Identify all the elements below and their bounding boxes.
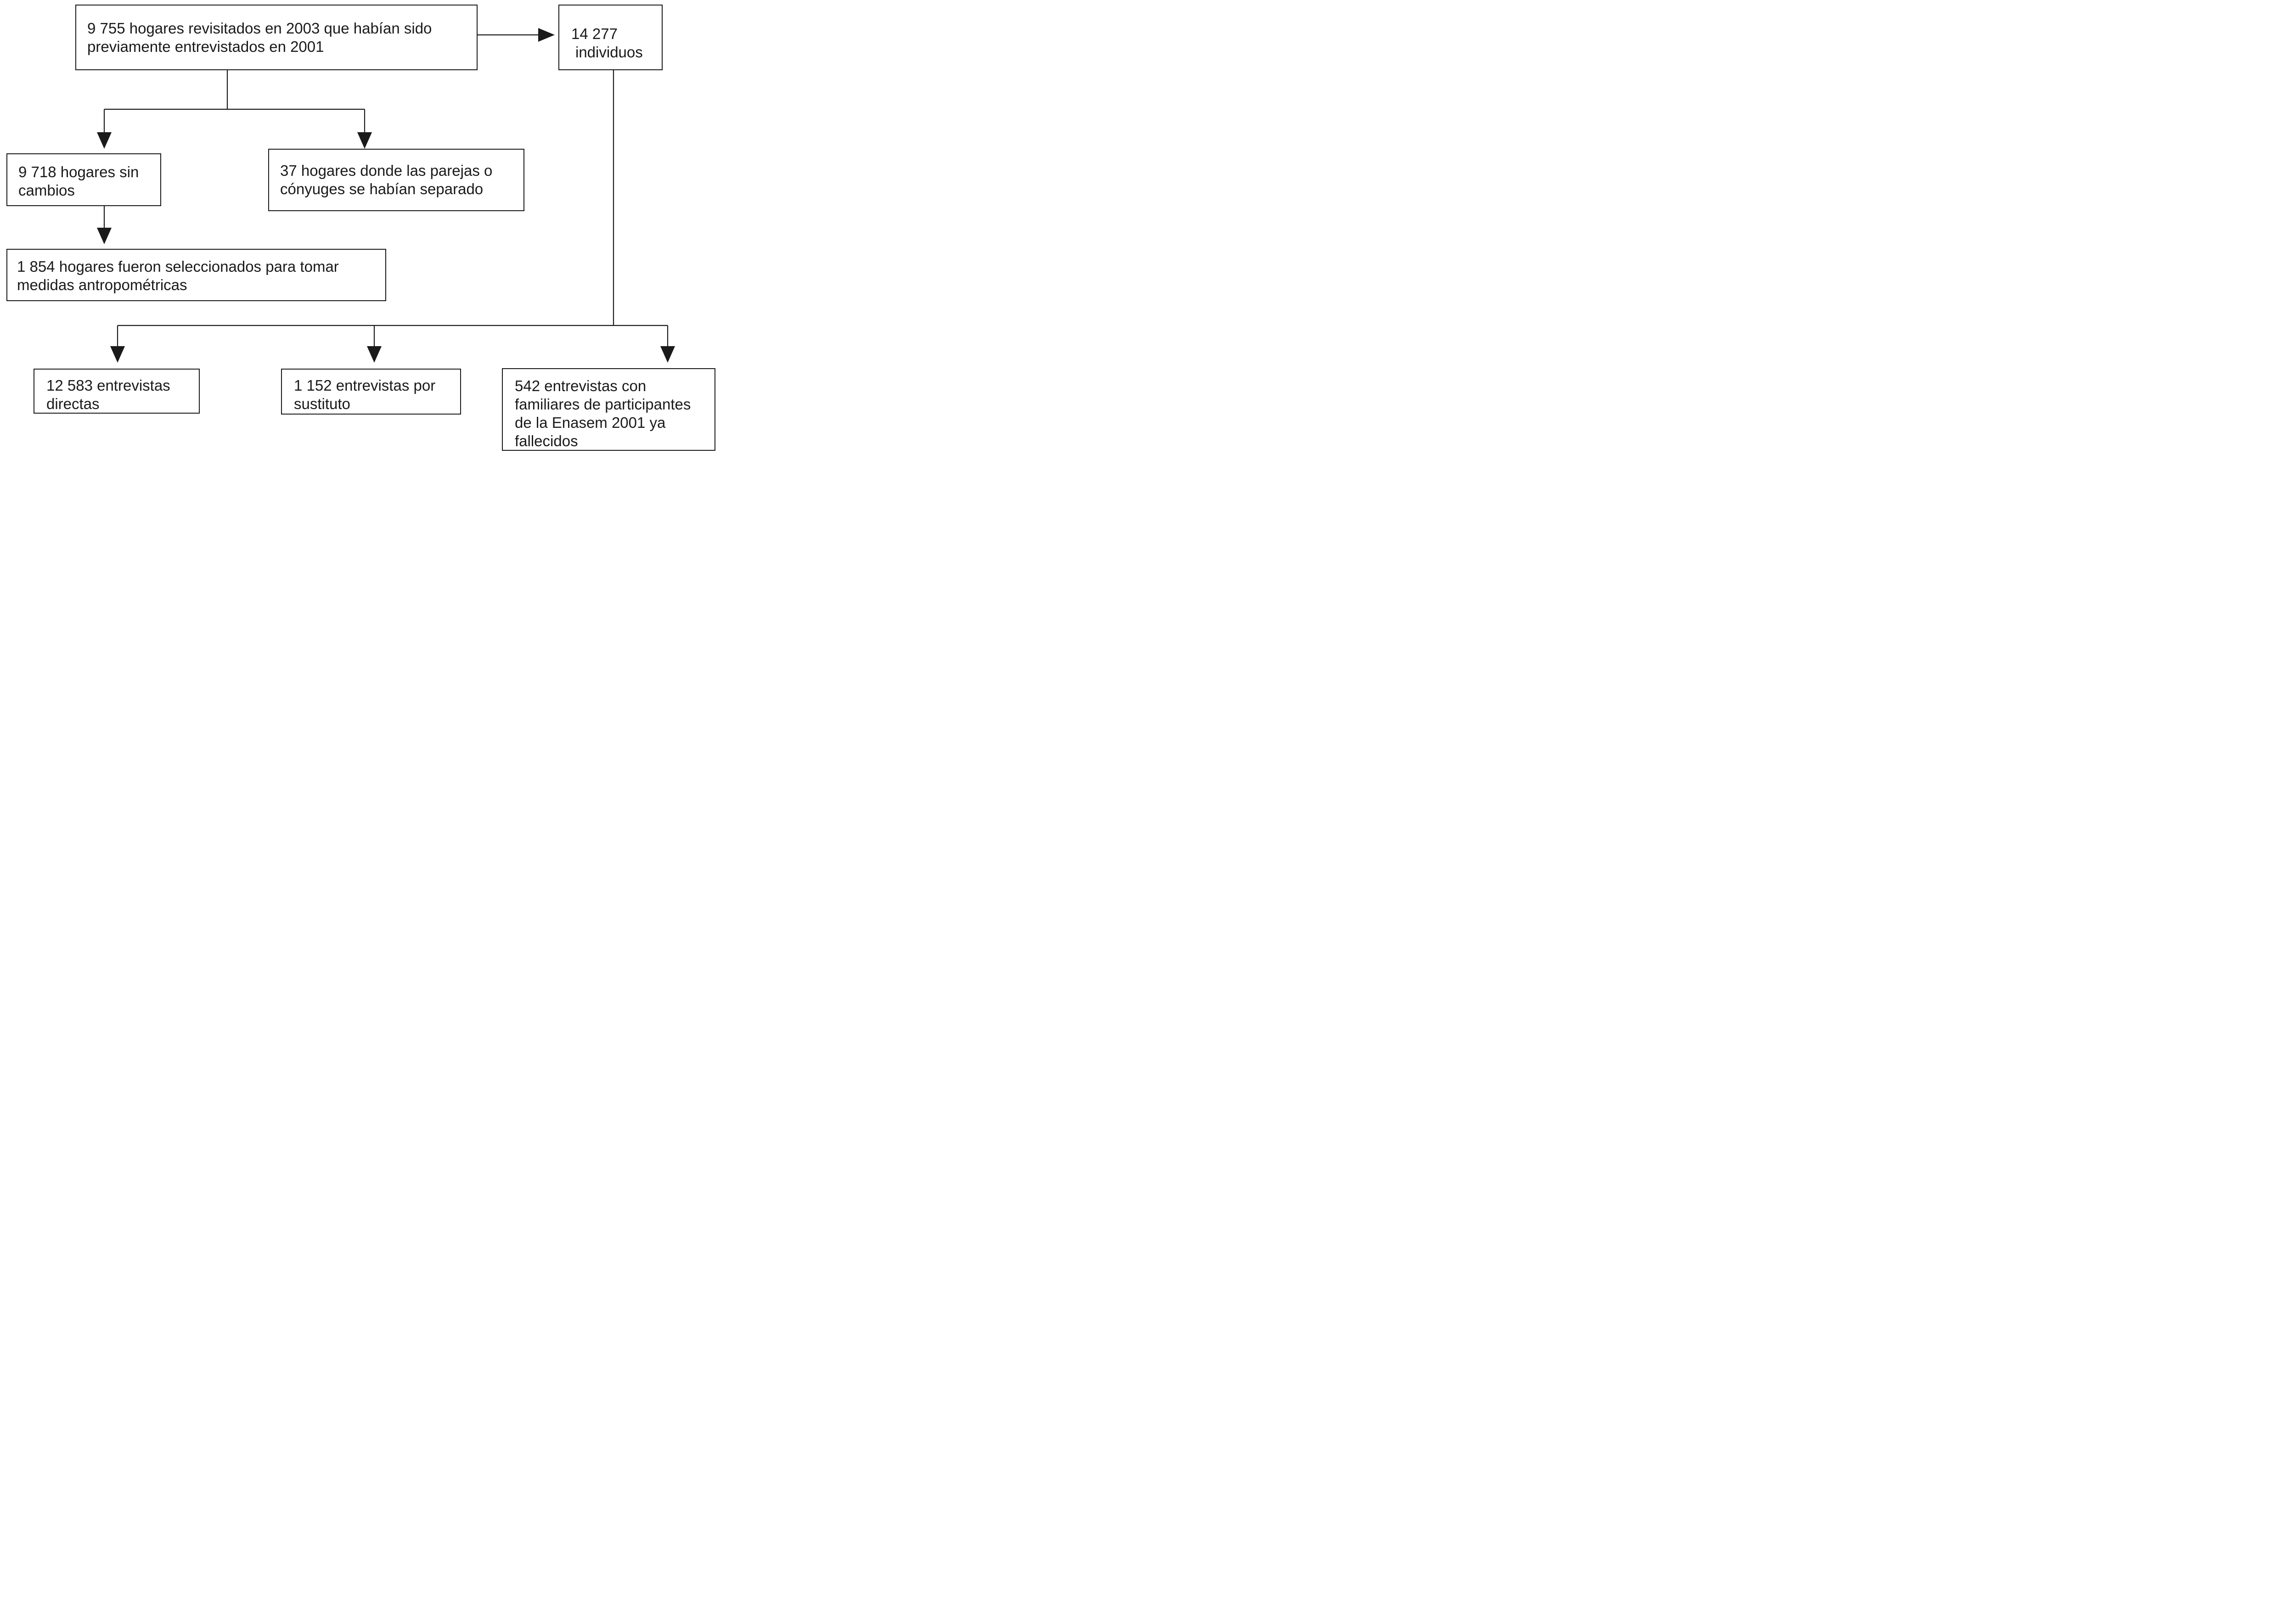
direct-interviews-box: 12 583 entrevistas directas xyxy=(34,369,200,414)
households-revisited-line-1: 9 755 hogares revisitados en 2003 que ha… xyxy=(87,20,432,37)
deceased-relatives-line-3: de la Enasem 2001 ya xyxy=(515,414,666,431)
arrowhead-proxy xyxy=(367,346,382,363)
anthropometric-households-line-2: medidas antropométricas xyxy=(17,276,187,293)
unchanged-households-box: 9 718 hogares sin cambios xyxy=(6,153,161,206)
arrowhead-anthropometric xyxy=(97,228,112,244)
separated-households-box: 37 hogares donde las parejas o cónyuges … xyxy=(268,149,524,211)
individuals-box: 14 277 individuos xyxy=(558,5,663,70)
separated-households-line-1: 37 hogares donde las parejas o xyxy=(280,162,493,179)
deceased-relatives-line-2: familiares de participantes xyxy=(515,396,691,413)
households-revisited-box: 9 755 hogares revisitados en 2003 que ha… xyxy=(75,5,478,70)
households-revisited-line-2: previamente entrevistados en 2001 xyxy=(87,38,324,55)
deceased-relatives-line-1: 542 entrevistas con xyxy=(515,377,647,394)
proxy-interviews-box: 1 152 entrevistas por sustituto xyxy=(281,369,461,415)
unchanged-households-line-2: cambios xyxy=(18,182,75,199)
arrowhead-deceased xyxy=(660,346,675,363)
proxy-interviews-line-2: sustituto xyxy=(294,395,350,412)
individuals-count: 14 277 xyxy=(571,25,618,42)
deceased-relatives-line-4: fallecidos xyxy=(515,432,578,449)
arrowhead-separated xyxy=(357,132,372,149)
unchanged-households-line-1: 9 718 hogares sin xyxy=(18,163,139,180)
deceased-relatives-box: 542 entrevistas con familiares de partic… xyxy=(502,368,715,451)
direct-interviews-line-2: directas xyxy=(46,395,100,412)
anthropometric-households-box: 1 854 hogares fueron seleccionados para … xyxy=(6,249,386,301)
proxy-interviews-line-1: 1 152 entrevistas por xyxy=(294,377,436,394)
separated-households-line-2: cónyuges se habían separado xyxy=(280,180,484,197)
direct-interviews-line-1: 12 583 entrevistas xyxy=(46,377,170,394)
connector-layer xyxy=(97,28,675,363)
individuals-label: individuos xyxy=(575,44,643,61)
arrowhead-individuals xyxy=(538,28,555,42)
arrowhead-unchanged xyxy=(97,132,112,149)
arrowhead-direct xyxy=(110,346,125,363)
anthropometric-households-line-1: 1 854 hogares fueron seleccionados para … xyxy=(17,258,339,275)
